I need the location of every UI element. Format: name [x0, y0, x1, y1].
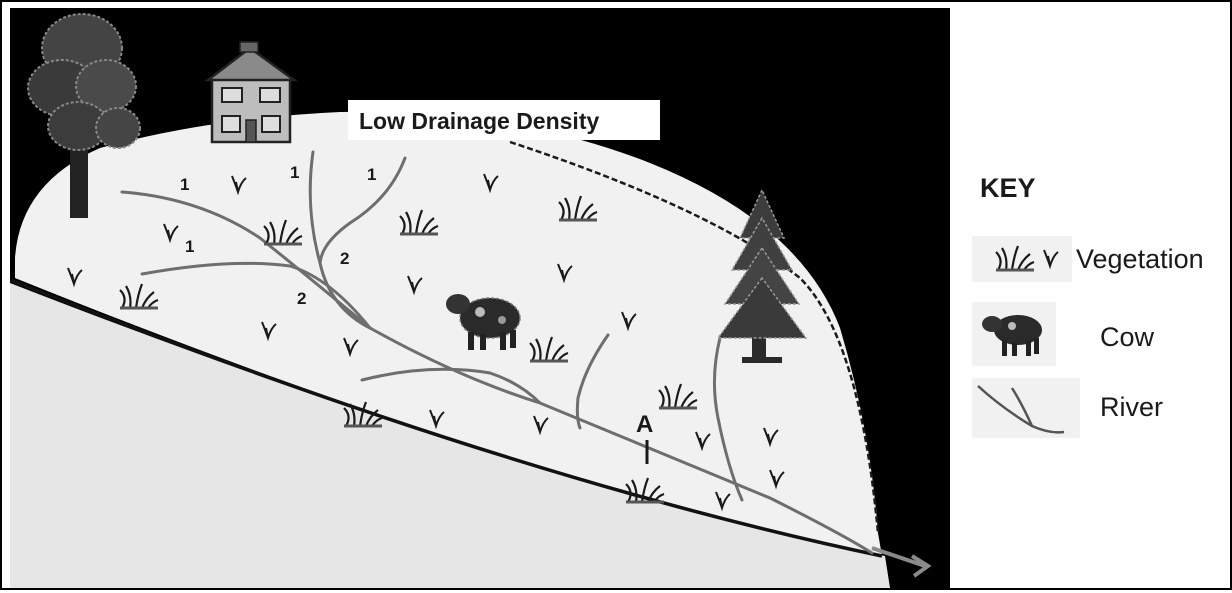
key-label-river: River	[1100, 392, 1163, 423]
vegetation-icon	[972, 236, 1072, 282]
stream-order-label: 2	[297, 289, 306, 308]
key-label-cow: Cow	[1100, 322, 1154, 353]
key-label-vegetation: Vegetation	[1076, 244, 1204, 275]
stream-order-label: 1	[290, 163, 299, 182]
key-item-river: River	[972, 378, 1232, 448]
diagram-caption: Low Drainage Density	[359, 108, 599, 134]
key-panel: KEY Vegetation Cow	[950, 8, 1230, 588]
drainage-diagram: Low Drainage Density 1 1 1 1 2 2 A	[10, 8, 950, 588]
drainage-scene: Low Drainage Density 1 1 1 1 2 2 A	[10, 8, 950, 588]
cow-icon	[972, 302, 1056, 366]
river-icon	[972, 378, 1080, 438]
key-title: KEY	[980, 173, 1036, 204]
key-item-vegetation: Vegetation	[972, 236, 1232, 306]
key-item-cow: Cow	[972, 302, 1232, 372]
stream-order-label: 2	[340, 249, 349, 268]
stream-order-label: 1	[185, 237, 194, 256]
point-a-label: A	[636, 411, 653, 438]
stream-order-label: 1	[180, 175, 189, 194]
stream-order-label: 1	[367, 165, 376, 184]
